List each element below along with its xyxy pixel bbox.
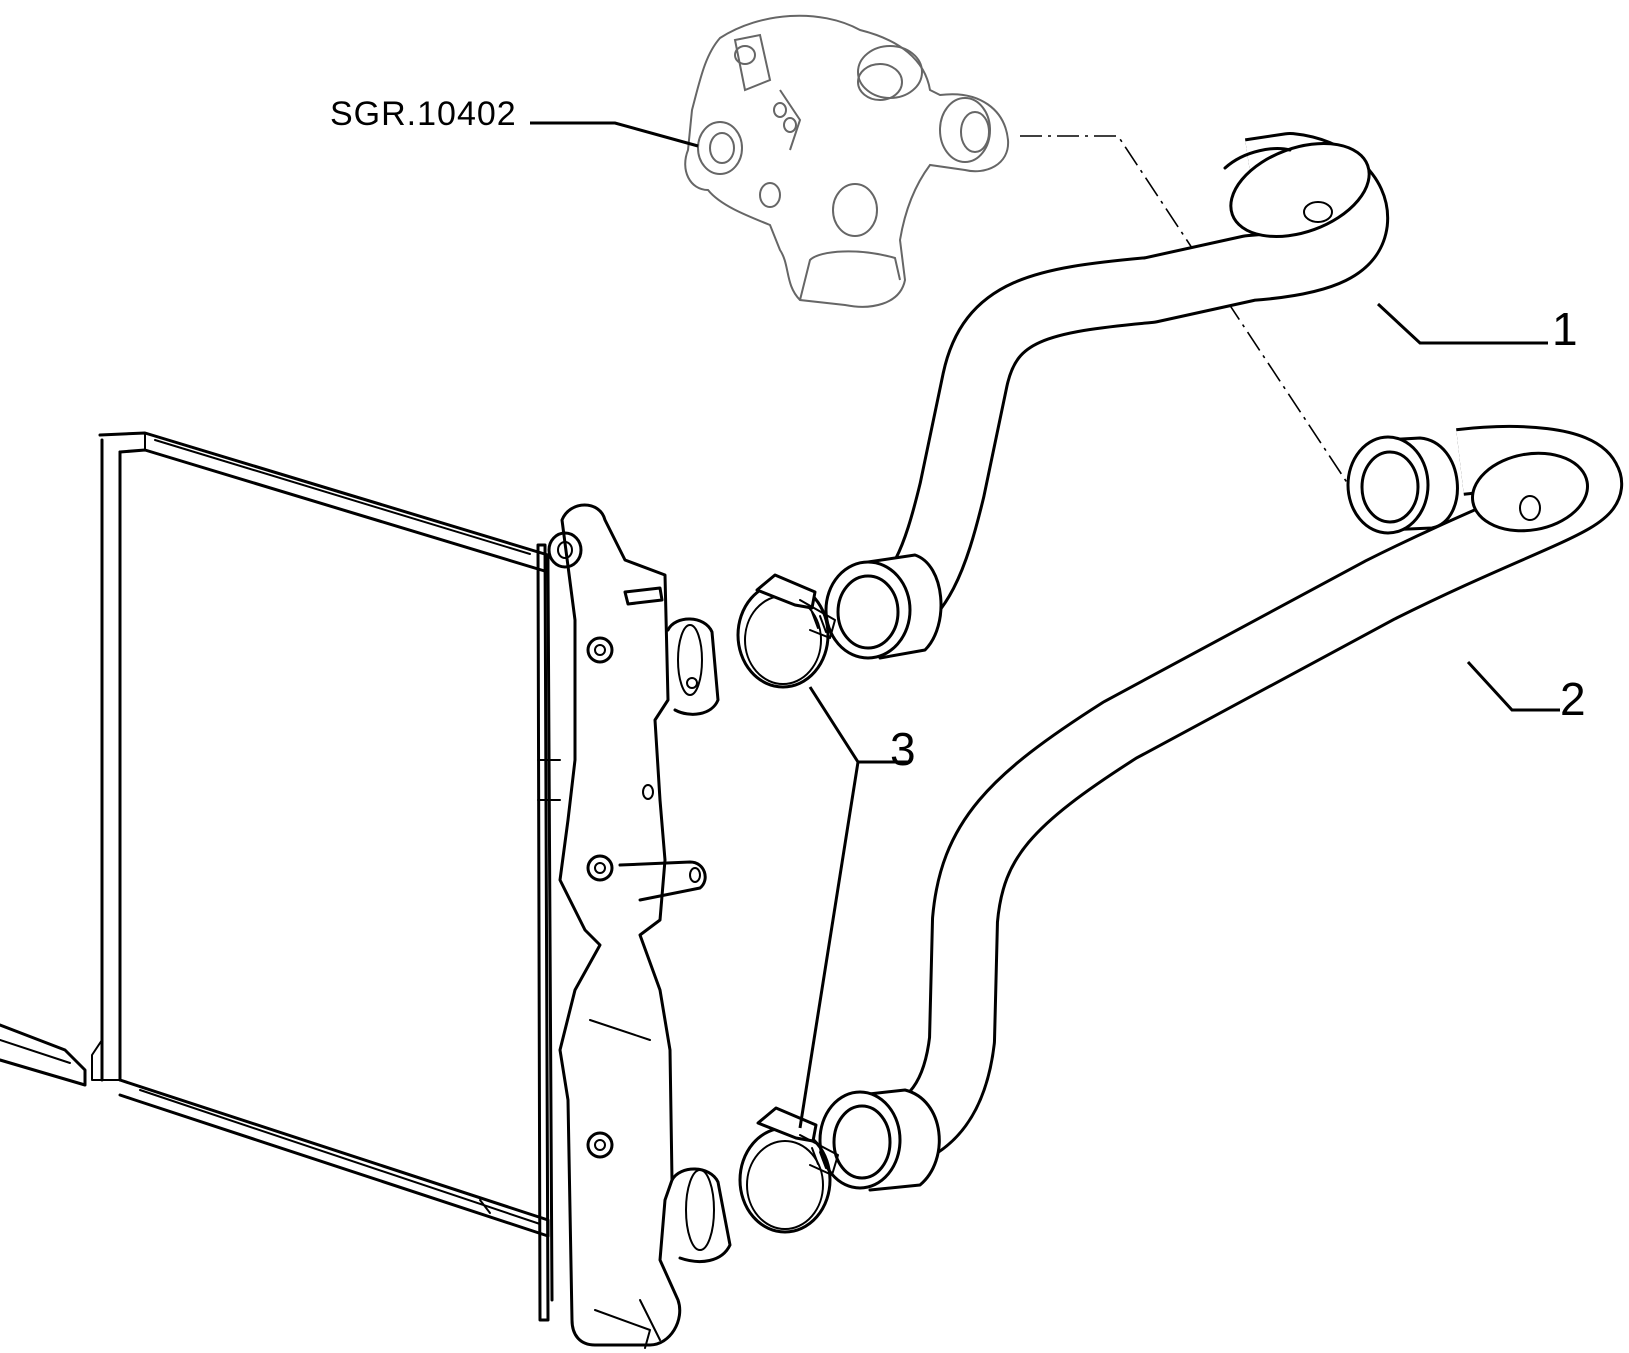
upper-hose-clamp xyxy=(736,573,836,689)
leader-line-part-ref xyxy=(530,121,699,148)
leader-line-3-lower xyxy=(798,761,860,1129)
lower-hose-clamp xyxy=(738,1106,839,1234)
upper-hose xyxy=(824,132,1390,660)
leader-line-1 xyxy=(1376,302,1548,345)
thermostat-housing xyxy=(684,14,1010,308)
radiator-side-tank xyxy=(547,503,732,1349)
callout-number-2: 2 xyxy=(1560,673,1586,725)
callout-number-1: 1 xyxy=(1552,303,1578,355)
lower-hose xyxy=(818,425,1623,1192)
connection-centerline xyxy=(1020,135,1349,485)
radiator xyxy=(0,431,561,1322)
part-reference-label: SGR.10402 xyxy=(330,95,517,133)
leader-line-2 xyxy=(1466,660,1560,712)
callout-number-3: 3 xyxy=(890,723,916,775)
